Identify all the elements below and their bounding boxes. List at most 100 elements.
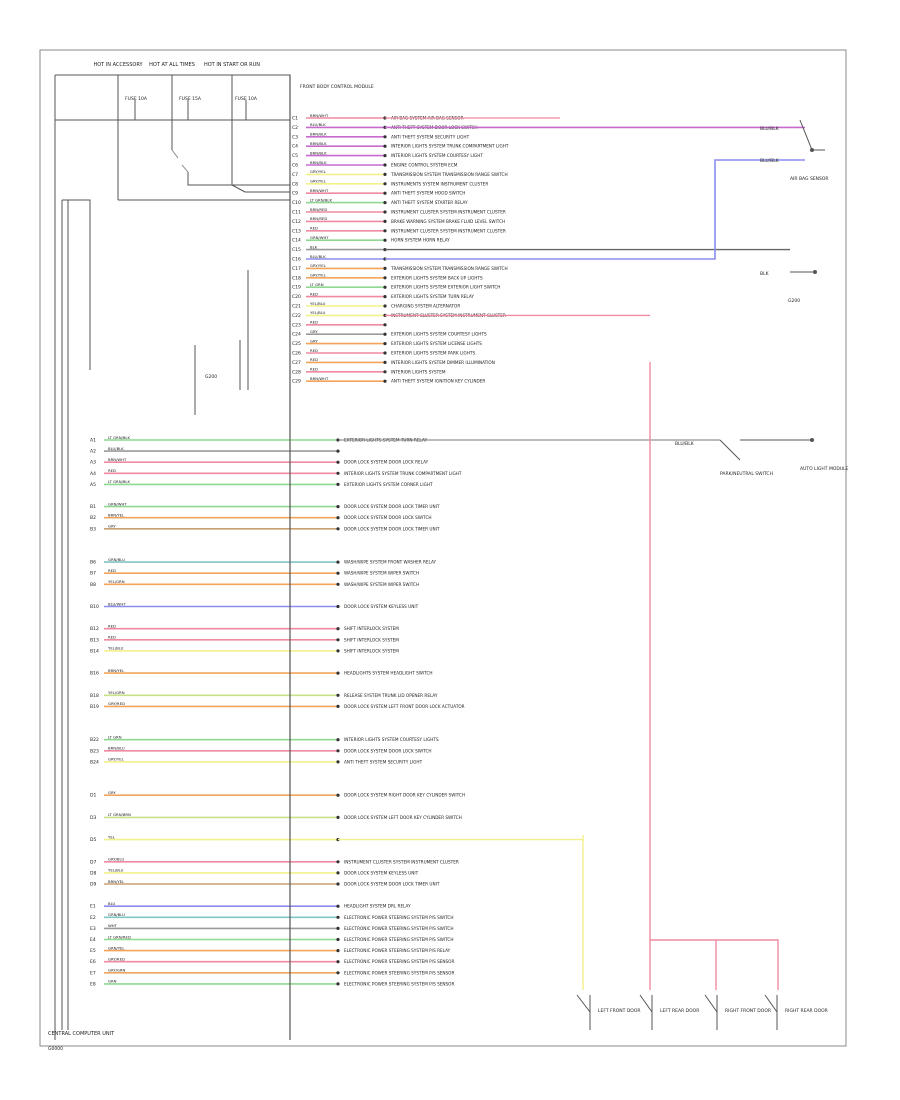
pin-label: C2 [292,125,298,131]
circuit-label: INTERIOR LIGHTS SYSTEM TRUNK COMPARTMENT… [391,144,509,149]
fuse-label-3: FUSE 10A [235,96,258,102]
wire-color-label: GRN/BLU [108,557,125,562]
connector-dot [336,582,340,586]
circuit-label: DOOR LOCK SYSTEM DOOR LOCK TIMER UNIT [344,882,440,887]
wire-color-label: BLU/BLK [310,122,326,127]
pin-label: C21 [292,304,301,310]
wire-color-label: YEL/BLU [108,646,124,651]
circuit-label: DOOR LOCK SYSTEM LEFT DOOR KEY CYLINDER … [344,815,462,820]
wire-color-label: YEL/BLU [310,301,326,306]
wire-color-label: YEL [108,834,116,839]
connector-dot [383,370,387,374]
pin-label: C16 [292,257,301,263]
wire-color-label: GRY/YEL [108,757,125,762]
connector-dot [383,276,387,280]
pin-label: E5 [90,948,96,954]
circuit-label: HEADLIGHTS SYSTEM HEADLIGHT SWITCH [344,671,433,676]
pin-label: B16 [90,671,99,677]
right-note-1: BLU/BLK [760,126,780,132]
wire-color-label: GRY [310,338,318,343]
pin-label: E6 [90,959,96,965]
pin-label: C3 [292,134,298,140]
connector-dot [336,471,340,475]
connector-dot [336,460,340,464]
circuit-label: INSTRUMENT CLUSTER SYSTEM INSTRUMENT CLU… [344,859,459,864]
connector-dot [383,379,387,383]
wire-color-label: BRN/RED [310,207,327,212]
connector-dot [336,982,340,986]
wire-color-label: RED [310,320,318,325]
wire-color-label: LT GRN/RED [108,934,131,939]
circuit-label: ANTI THEFT SYSTEM STARTER RELAY [391,200,468,205]
wire-color-label: GRY [108,524,116,529]
wire-color-label: BRN/WHT [310,113,329,118]
circuit-label: EXTERIOR LIGHTS SYSTEM CORNER LIGHT [344,482,433,487]
connector-dot [336,516,340,520]
pin-label: B23 [90,748,99,754]
circuit-label: EXTERIOR LIGHTS SYSTEM LICENSE LIGHTS [391,341,482,346]
wire-color-label: BRN/WHT [108,457,127,462]
pin-label: C28 [292,369,301,375]
connector-dot [336,949,340,953]
door-switch-3-label: RIGHT FRONT DOOR [725,1008,771,1014]
pin-label: B3 [90,526,96,532]
pin-label: B2 [90,515,96,521]
pin-label: C23 [292,322,301,328]
circuit-label: INTERIOR LIGHTS SYSTEM DIMMER ILLUMINATI… [391,360,495,365]
right-note-3: BLK [760,271,770,277]
pin-label: C18 [292,275,301,281]
connector-dot [336,904,340,908]
door-switch-4: RIGHT REAR DOOR [764,994,828,1030]
circuit-label: TRANSMISSION SYSTEM TRANSMISSION RANGE S… [390,172,508,177]
connector-dot [383,144,387,148]
pin-label: C7 [292,172,298,178]
right-note-4: BLU/BLK [675,441,695,447]
circuit-label: ENGINE CONTROL SYSTEM ECM [391,163,458,168]
wire-color-label: BLU/WHT [108,601,126,606]
door-switch-3: RIGHT FRONT DOOR [704,994,771,1030]
wire-color-label: GRY/YEL [310,179,327,184]
wire-color-label: LT GRN/BRN [108,812,131,817]
wire-color-label: BRN/YEL [108,668,125,673]
connector-dot [383,332,387,336]
door-switch-2-label: LEFT REAR DOOR [660,1008,699,1014]
circuit-label: CHARGING SYSTEM ALTERNATOR [391,304,460,309]
pin-label: B1 [90,504,96,510]
fuse-label-2: FUSE 15A [179,96,202,102]
pin-label: C9 [292,191,298,197]
pin-label: B19 [90,704,99,710]
wire-color-label: YEL/BLU [108,868,124,873]
wire-color-label: RED [108,635,116,640]
wire-color-label: GRY/GRN [108,968,126,973]
wire-color-label: BRN/RED [310,216,327,221]
connector-dot [383,210,387,214]
wire-color-label: GRN/YEL [108,945,125,950]
circuit-label: ELECTRONIC POWER STEERING SYSTEM P/S SEN… [344,959,454,964]
connector-dot [336,749,340,753]
wire-color-label: LT GRN/BLK [310,197,333,202]
wire-color-label: GRY/RED [108,957,125,962]
connector-dot [383,182,387,186]
bottom-left-label: CENTRAL COMPUTER UNIT [48,1031,115,1037]
wire-color-label: GRY/BLU [108,857,124,862]
